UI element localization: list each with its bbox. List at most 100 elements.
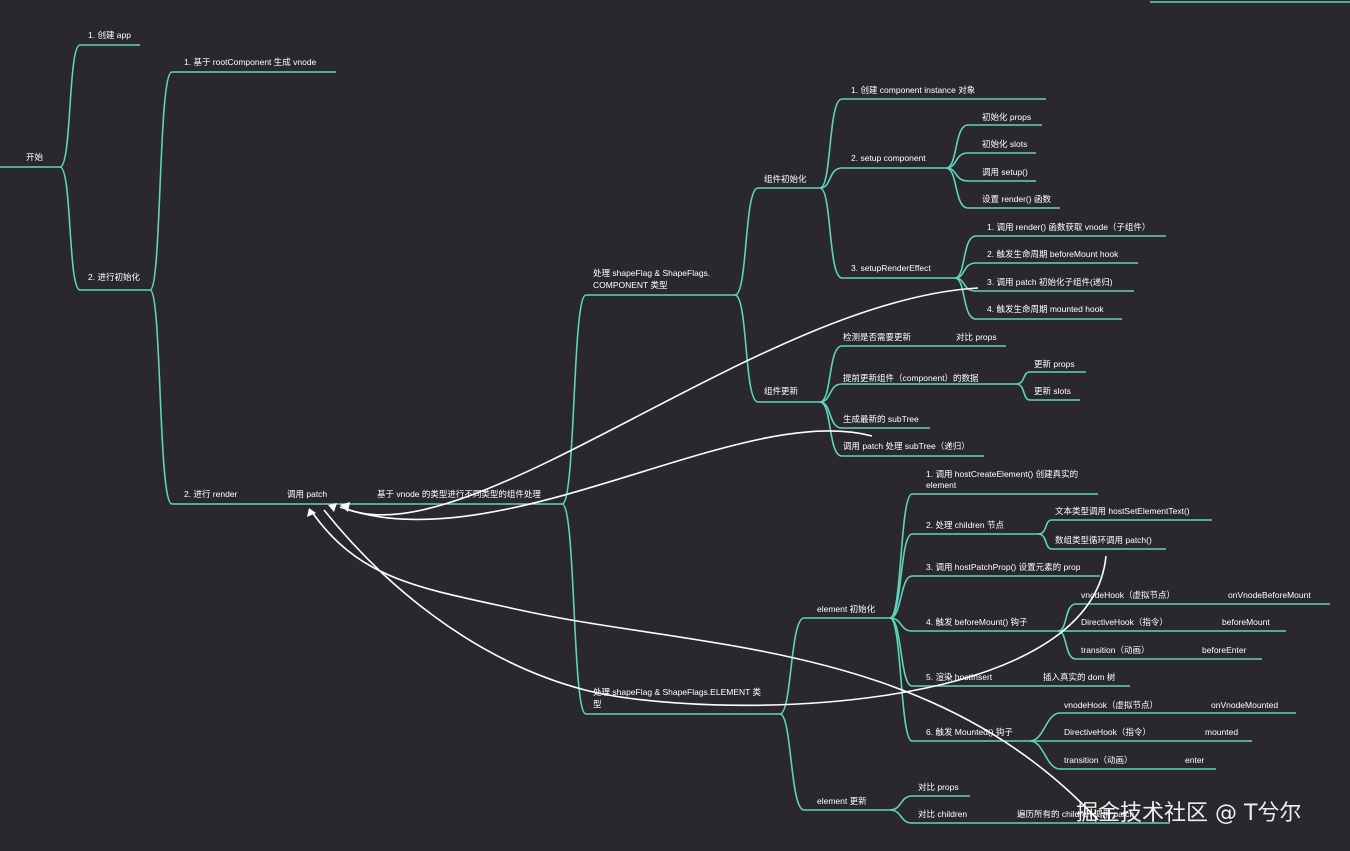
branch-line — [945, 152, 1036, 169]
branch-line — [889, 575, 1100, 619]
recursion-arrows — [307, 287, 1107, 821]
branch-line — [779, 617, 890, 715]
node-gen-subtree[interactable]: 生成最新的 subTree — [843, 414, 919, 424]
branch-line — [819, 187, 955, 279]
branch-line — [779, 713, 890, 811]
node-call-render[interactable]: 1. 调用 render() 函数获取 vnode（子组件） — [987, 222, 1150, 232]
branch-connectors — [0, 1, 1350, 824]
node-setup-component[interactable]: 2. setup component — [851, 153, 926, 163]
branch-line — [889, 493, 1098, 619]
node-init-slots[interactable]: 初始化 slots — [982, 139, 1027, 149]
node-el-init[interactable]: element 初始化 — [817, 604, 876, 614]
node-process-children[interactable]: 2. 处理 children 节点 — [926, 520, 1004, 530]
branch-line — [819, 345, 1006, 403]
node-comp-init[interactable]: 组件初始化 — [764, 174, 807, 184]
branch-line — [561, 503, 780, 715]
arrowhead-1 — [340, 502, 350, 512]
node-element-branch-line2[interactable]: 型 — [593, 699, 602, 709]
node-comp-update[interactable]: 组件更新 — [764, 386, 799, 396]
node-el-compare-children[interactable]: 对比 children — [918, 809, 967, 819]
arrowhead-2 — [328, 503, 337, 512]
node-el-compare-props[interactable]: 对比 props — [918, 782, 959, 792]
node-array-children[interactable]: 数组类型循环调用 patch() — [1055, 535, 1152, 545]
node-component-branch-line1[interactable]: 处理 shapeFlag & ShapeFlags. — [593, 268, 710, 278]
arrow-patch-subtree-to-patch — [339, 430, 873, 521]
branch-line — [149, 71, 336, 291]
node-vnode-hook-bm[interactable]: vnodeHook（虚拟节点） — [1081, 590, 1175, 600]
branch-line — [561, 294, 735, 505]
node-vnode-hook-m[interactable]: vnodeHook（虚拟节点） — [1064, 700, 1158, 710]
node-element-branch-line1[interactable]: 处理 shapeFlag & ShapeFlags.ELEMENT 类 — [593, 687, 762, 697]
node-component-branch-line2[interactable]: COMPONENT 类型 — [593, 280, 668, 290]
node-on-vnode-mounted[interactable]: onVnodeMounted — [1211, 700, 1278, 710]
node-init-props[interactable]: 初始化 props — [982, 112, 1031, 122]
branch-line — [819, 401, 984, 457]
branch-line — [954, 262, 1138, 279]
node-compare-props[interactable]: 对比 props — [956, 332, 997, 342]
node-before-enter[interactable]: beforeEnter — [1202, 645, 1247, 655]
node-transition-m[interactable]: transition（动画） — [1064, 755, 1133, 765]
branch-line — [1037, 533, 1166, 550]
node-insert-dom[interactable]: 插入真实的 dom 树 — [1043, 672, 1116, 682]
arrow-iterate-children-to-patch — [311, 511, 1099, 821]
node-root[interactable]: 开始 — [26, 152, 44, 162]
node-host-create-line2[interactable]: element — [926, 480, 957, 490]
branch-line — [1037, 519, 1212, 535]
node-create-app[interactable]: 1. 创建 app — [88, 30, 131, 40]
branch-line — [819, 383, 1016, 403]
node-host-insert[interactable]: 5. 渲染 hostInsert — [926, 672, 993, 682]
branch-line — [1015, 383, 1080, 401]
node-before-mount[interactable]: beforeMount — [1222, 617, 1270, 627]
node-directive-hook-bm[interactable]: DirectiveHook（指令） — [1081, 617, 1168, 627]
node-setup-render-effect[interactable]: 3. setupRenderEffect — [851, 263, 931, 273]
node-mounted[interactable]: mounted — [1205, 727, 1238, 737]
node-patch[interactable]: 调用 patch — [287, 489, 327, 499]
watermark: 掘金技术社区 @ T兮尔 — [1076, 801, 1301, 826]
node-render[interactable]: 2. 进行 render — [184, 489, 238, 499]
branch-line — [149, 289, 562, 505]
node-update-slots[interactable]: 更新 slots — [1034, 386, 1071, 396]
node-enter[interactable]: enter — [1185, 755, 1205, 765]
node-mounted-hook[interactable]: 4. 触发生命周期 mounted hook — [987, 304, 1104, 314]
branch-line — [734, 187, 820, 296]
branch-line — [734, 294, 820, 403]
node-el-update[interactable]: element 更新 — [817, 796, 867, 806]
node-mounted-el[interactable]: 6. 触发 Mounted() 钩子 — [926, 727, 1013, 737]
node-create-vnode[interactable]: 1. 基于 rootComponent 生成 vnode — [184, 57, 317, 67]
branch-line — [889, 617, 1058, 632]
node-create-instance[interactable]: 1. 创建 component instance 对象 — [851, 85, 976, 95]
branch-line — [889, 809, 1006, 824]
node-on-vnode-before-mount[interactable]: onVnodeBeforeMount — [1228, 590, 1311, 600]
node-host-patch-prop[interactable]: 3. 调用 hostPatchProp() 设置元素的 prop — [926, 562, 1081, 572]
node-update-props[interactable]: 更新 props — [1034, 359, 1075, 369]
arrowhead-3 — [307, 508, 316, 517]
node-dispatch[interactable]: 基于 vnode 的类型进行不同类型的组件处理 — [377, 489, 541, 499]
branch-line — [59, 44, 140, 168]
node-patch-subtree[interactable]: 调用 patch 处理 subTree（递归） — [843, 441, 970, 451]
branch-line — [954, 277, 1122, 320]
node-init[interactable]: 2. 进行初始化 — [88, 272, 140, 282]
node-check-update[interactable]: 检测是否需要更新 — [843, 332, 912, 342]
branch-line — [1057, 603, 1330, 632]
arrow-patch-children-to-patch — [343, 287, 979, 516]
node-before-mount-el[interactable]: 4. 触发 beforeMount() 钩子 — [926, 617, 1028, 627]
branch-line — [954, 235, 1166, 279]
node-patch-children[interactable]: 3. 调用 patch 初始化子组件(递归) — [987, 277, 1113, 287]
branch-line — [1029, 712, 1296, 742]
branch-line — [889, 795, 970, 811]
node-transition-bm[interactable]: transition（动画） — [1081, 645, 1150, 655]
branch-line — [1015, 371, 1086, 385]
branch-line — [889, 617, 1030, 742]
node-before-mount-hook[interactable]: 2. 触发生命周期 beforeMount hook — [987, 249, 1119, 259]
node-directive-hook-m[interactable]: DirectiveHook（指令） — [1064, 727, 1151, 737]
node-call-setup[interactable]: 调用 setup() — [982, 167, 1028, 177]
node-set-render[interactable]: 设置 render() 函数 — [982, 194, 1051, 204]
node-iterate-children[interactable]: 遍历所有的 children 调用 patch — [1017, 809, 1134, 819]
branch-line — [945, 124, 1042, 169]
node-labels: 开始 1. 创建 app 2. 进行初始化 1. 基于 rootComponen… — [26, 30, 1311, 819]
node-text-children[interactable]: 文本类型调用 hostSetElementText() — [1055, 506, 1190, 516]
node-host-create-line1[interactable]: 1. 调用 hostCreateElement() 创建真实的 — [926, 469, 1078, 479]
branch-line — [1029, 740, 1216, 770]
node-update-component-data[interactable]: 提前更新组件（component）的数据 — [843, 373, 979, 383]
